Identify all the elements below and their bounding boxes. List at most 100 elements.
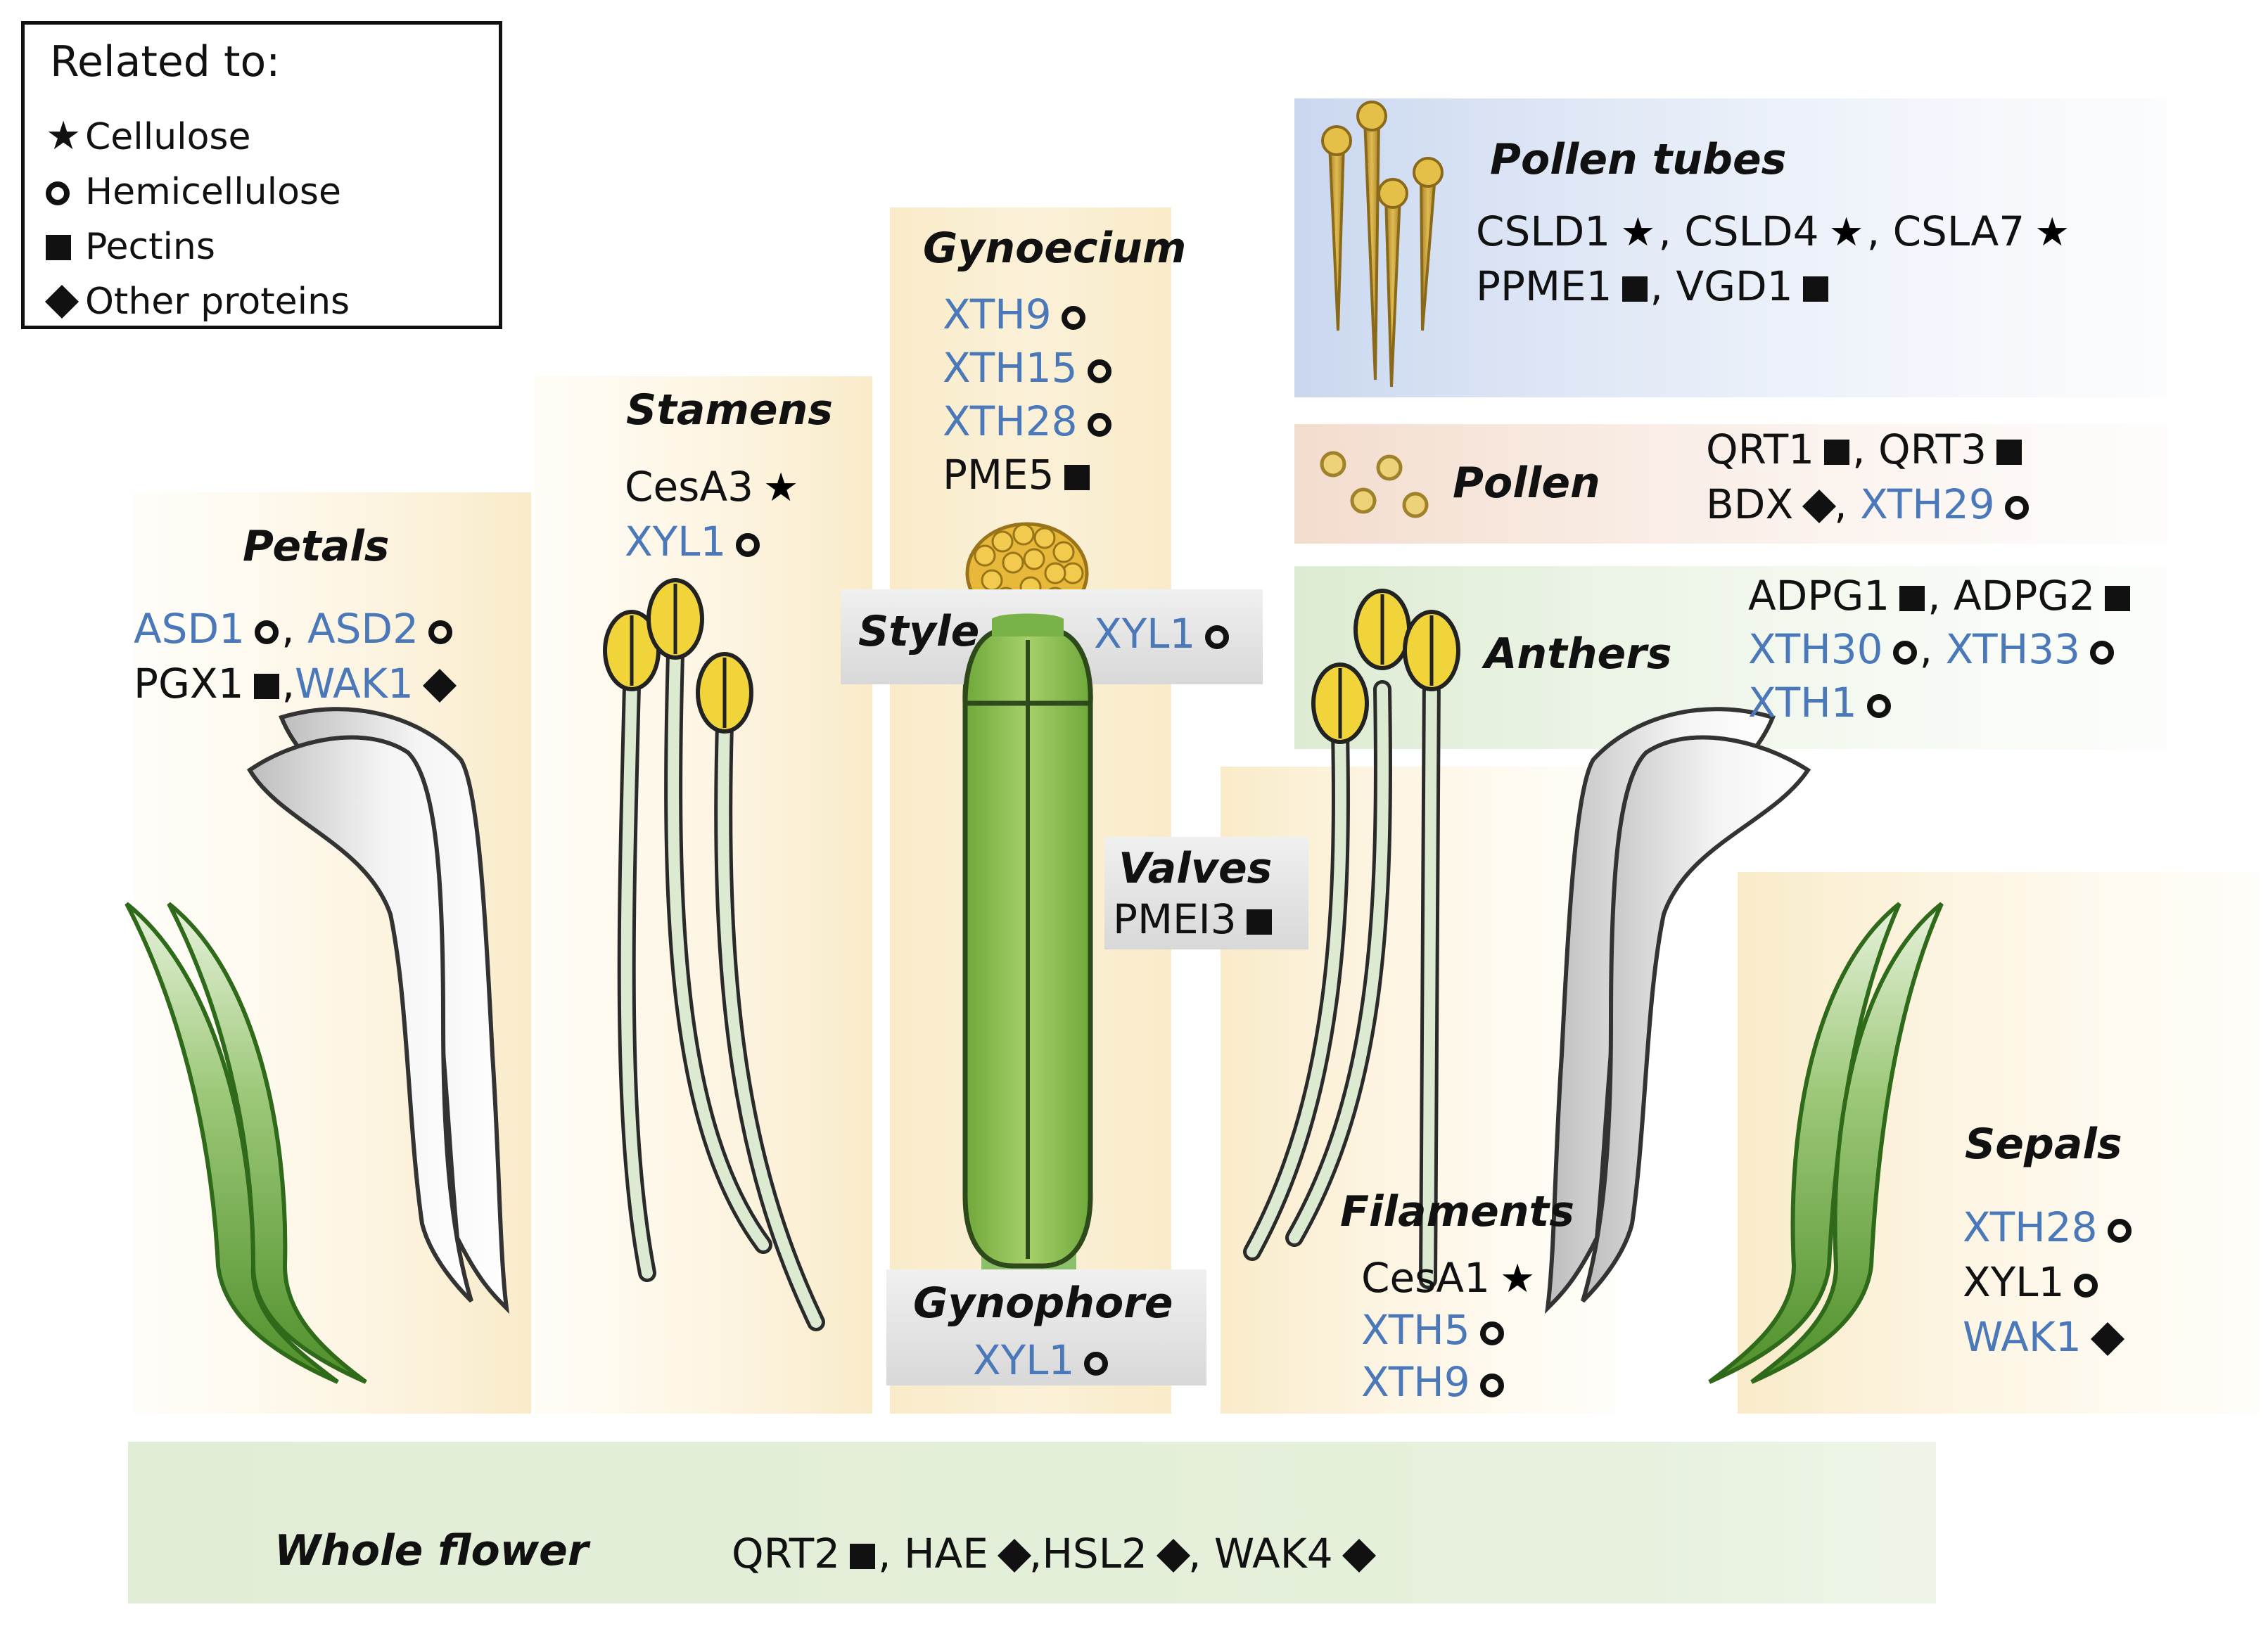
square-icon: [1802, 266, 1828, 307]
diamond-icon: [1156, 1533, 1191, 1574]
gene-separator: ,: [1928, 572, 1954, 620]
gynophore-label-box: [886, 1269, 1206, 1385]
whole-flower-title: Whole flower: [274, 1526, 589, 1575]
gene-label: HAE: [904, 1530, 1031, 1577]
gene-label: ASD1: [134, 605, 281, 653]
sepals-title: Sepals: [1965, 1120, 2122, 1169]
style-title: Style: [858, 607, 980, 656]
gene-label: WAK1: [295, 660, 457, 708]
style-gene-line: XYL1: [1094, 613, 1232, 654]
circle-icon: [428, 608, 452, 649]
square-icon: [1246, 899, 1272, 940]
filaments-title: Filaments: [1340, 1187, 1574, 1236]
gene-label: HSL2: [1042, 1530, 1191, 1577]
pollen-title: Pollen: [1453, 459, 1600, 508]
gene-label: XYL1: [1963, 1258, 2101, 1306]
pollen-tubes-gene-line: PPME1, VGD1: [1476, 266, 1831, 307]
star-icon: ★: [763, 465, 799, 511]
gene-separator: ,: [1834, 480, 1861, 528]
square-icon: [2105, 575, 2131, 616]
petals-title: Petals: [243, 522, 390, 571]
gene-label: QRT2: [732, 1530, 878, 1577]
sepals-gene-line: XYL1: [1963, 1262, 2101, 1302]
diamond-icon: [1342, 1533, 1376, 1574]
star-icon: ★: [1828, 210, 1864, 255]
gene-separator: ,: [1866, 207, 1893, 255]
stamens-gene-line: CesA3★: [625, 466, 801, 508]
valves-gene-line: PMEI3: [1113, 899, 1275, 940]
gene-label: ADPG2: [1954, 572, 2133, 620]
gene-label: QRT3: [1878, 425, 2025, 473]
circle-icon: [1479, 1362, 1504, 1402]
gene-label: XTH33: [1945, 625, 2117, 673]
gene-label: BDX: [1706, 480, 1837, 528]
star-icon: ★: [46, 113, 82, 159]
gene-label: ASD2: [307, 605, 455, 653]
star-icon: ★: [2034, 210, 2070, 255]
gene-label: XTH28: [1963, 1203, 2134, 1251]
gene-separator: ,: [1852, 425, 1878, 473]
right-sepal-shape: [1708, 902, 1944, 1384]
gynoecium-gene-line: XTH15: [943, 347, 1114, 388]
square-icon: [1622, 266, 1648, 307]
circle-icon: [1087, 347, 1111, 388]
square-icon: [1064, 454, 1090, 495]
gene-label: CSLA7★: [1892, 207, 2070, 255]
circle-icon: [2074, 1262, 2098, 1302]
gene-label: CesA3★: [625, 463, 799, 511]
filaments-gene-line: CesA1★: [1361, 1257, 1538, 1299]
left-stamens-shape: [603, 578, 825, 1331]
valves-label-box: [1104, 837, 1308, 949]
petals-gene-line: ASD1, ASD2: [134, 608, 455, 649]
diamond-icon: [997, 1533, 1031, 1574]
anthers-title: Anthers: [1484, 629, 1672, 679]
left-petal-shape: [246, 707, 510, 1314]
gene-label: PME5: [943, 451, 1092, 499]
pollen-tubes-gene-line: CSLD1★, CSLD4★, CSLA7★: [1476, 211, 2072, 252]
diamond-icon: [1802, 484, 1837, 525]
pollen-tubes-icon: [1321, 101, 1444, 388]
whole-flower-gene-line: QRT2, HAE,HSL2, WAK4: [732, 1530, 1376, 1577]
sepals-gene-line: XTH28: [1963, 1207, 2134, 1248]
filaments-gene-line: XTH9: [1361, 1362, 1507, 1402]
gene-label: PGX1: [134, 660, 282, 708]
gynophore-title: Gynophore: [913, 1279, 1173, 1328]
gene-label: CesA1★: [1361, 1254, 1536, 1302]
star-icon: ★: [1499, 1256, 1536, 1302]
circle-icon: [1205, 613, 1230, 654]
circle-icon: [736, 521, 760, 562]
square-icon: [1899, 575, 1925, 616]
gene-label: WAK4: [1214, 1530, 1376, 1577]
gene-label: XTH30: [1748, 625, 1920, 673]
pollen-gene-line: BDX, XTH29: [1706, 484, 2032, 525]
gene-label: XTH1: [1748, 679, 1894, 726]
gene-label: VGD1: [1676, 262, 1830, 310]
gynoecium-gene-line: XTH28: [943, 401, 1114, 442]
legend: Related to: ★Cellulose Hemicellulose Pec…: [21, 21, 502, 329]
square-icon: [1996, 429, 2022, 470]
stamens-title: Stamens: [626, 385, 834, 435]
gene-separator: ,: [1919, 625, 1946, 673]
circle-icon: [1084, 1340, 1109, 1381]
stamens-panel: [535, 376, 872, 1414]
gene-separator: ,: [1028, 1530, 1043, 1577]
gene-separator: ,: [281, 605, 307, 653]
gene-label: XYL1: [973, 1336, 1111, 1384]
circle-icon: [1892, 629, 1917, 670]
left-sepal-shape: [125, 902, 367, 1384]
gene-label: PMEI3: [1113, 895, 1275, 943]
legend-item-hemicellulose: Hemicellulose: [46, 171, 341, 213]
gene-label: XTH29: [1860, 480, 2032, 528]
circle-icon: [1087, 401, 1111, 442]
sepals-gene-line: WAK1: [1963, 1317, 2124, 1357]
gene-label: ADPG1: [1748, 572, 1928, 620]
right-stamens-shape: [1243, 589, 1460, 1289]
petals-gene-line: PGX1,WAK1: [134, 663, 457, 704]
square-icon: [1824, 429, 1850, 470]
gene-label: CSLD4★: [1684, 207, 1864, 255]
gene-separator: ,: [1187, 1530, 1214, 1577]
diamond-icon: [422, 663, 457, 704]
legend-title: Related to:: [50, 37, 281, 87]
gene-separator: ,: [878, 1530, 904, 1577]
